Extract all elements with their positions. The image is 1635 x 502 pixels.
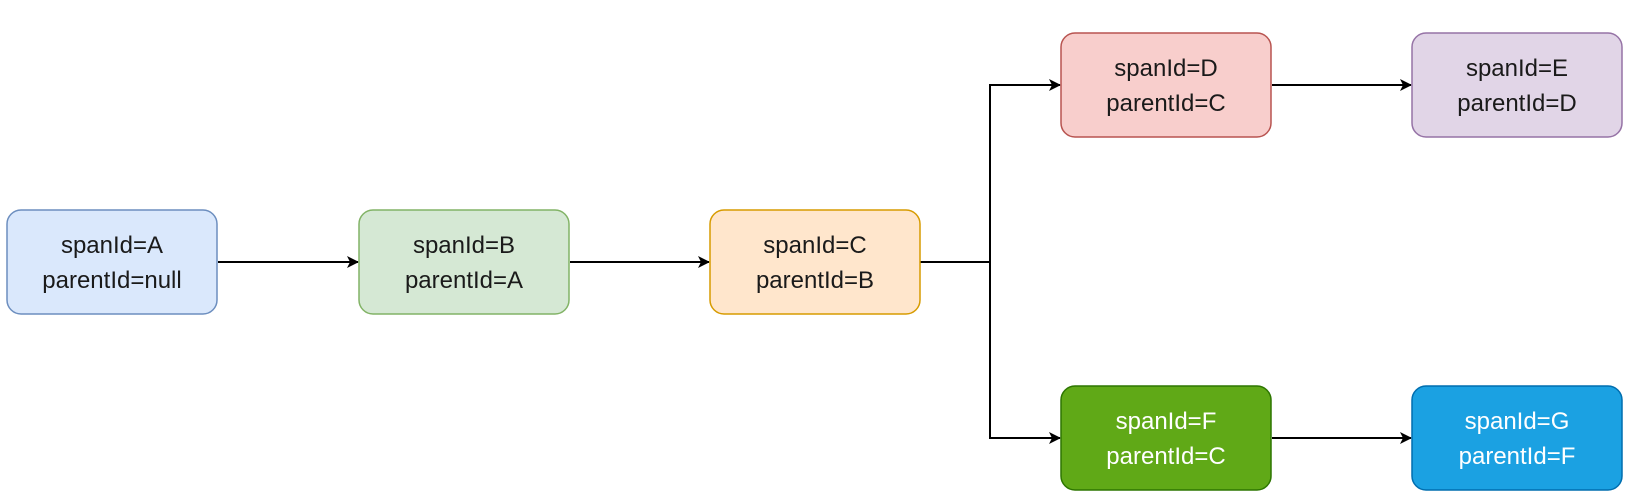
span-node-b-spanid: spanId=B [413, 232, 515, 259]
edge-c-to-f [989, 262, 1061, 444]
edges [218, 79, 1412, 444]
span-node-c-parentid: parentId=B [756, 267, 874, 294]
span-node-c[interactable]: spanId=C parentId=B [709, 209, 921, 315]
span-node-g[interactable]: spanId=G parentId=F [1411, 385, 1623, 491]
span-node-a-box [6, 209, 218, 315]
span-node-a[interactable]: spanId=A parentId=null [6, 209, 218, 315]
span-node-f-spanid: spanId=F [1116, 408, 1217, 435]
span-node-e-spanid: spanId=E [1466, 55, 1568, 82]
span-node-b-parentid: parentId=A [405, 267, 523, 294]
span-node-g-box [1411, 385, 1623, 491]
span-node-d-spanid: spanId=D [1114, 55, 1217, 82]
span-node-d-box [1060, 32, 1272, 138]
span-node-a-parentid: parentId=null [42, 267, 181, 294]
span-node-f[interactable]: spanId=F parentId=C [1060, 385, 1272, 491]
span-node-g-spanid: spanId=G [1465, 408, 1570, 435]
span-node-d-parentid: parentId=C [1106, 90, 1225, 117]
span-node-a-spanid: spanId=A [61, 232, 163, 259]
span-node-e-box [1411, 32, 1623, 138]
span-node-c-spanid: spanId=C [763, 232, 866, 259]
span-node-d[interactable]: spanId=D parentId=C [1060, 32, 1272, 138]
span-node-g-parentid: parentId=F [1459, 443, 1576, 470]
span-node-b-box [358, 209, 570, 315]
span-node-e[interactable]: spanId=E parentId=D [1411, 32, 1623, 138]
edge-c-to-d [920, 79, 1061, 263]
span-node-f-parentid: parentId=C [1106, 443, 1225, 470]
span-node-c-box [709, 209, 921, 315]
span-node-f-box [1060, 385, 1272, 491]
span-node-b[interactable]: spanId=B parentId=A [358, 209, 570, 315]
span-node-e-parentid: parentId=D [1457, 90, 1576, 117]
